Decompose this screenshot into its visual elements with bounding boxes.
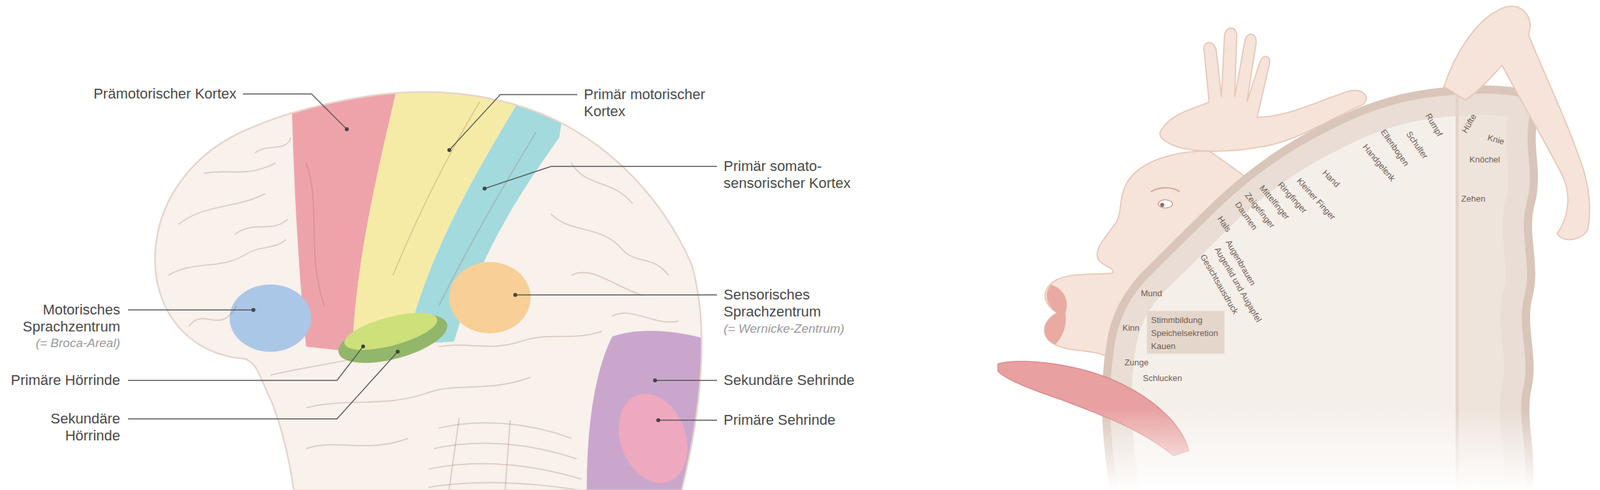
region-label: Primär somato- sensorischer Kortex bbox=[723, 158, 881, 192]
region-label: Sekundäre Hörrinde bbox=[22, 410, 121, 445]
body-part-label: Mund bbox=[1140, 288, 1163, 300]
wernicke-region bbox=[449, 262, 531, 334]
drawing bbox=[154, 5, 1600, 490]
region-label: Prämotorischer Kortex bbox=[93, 85, 237, 103]
gyrus-line bbox=[571, 163, 633, 205]
leaders bbox=[128, 94, 718, 421]
region-label: Sensorisches Sprachzentrum bbox=[723, 286, 835, 321]
lips bbox=[1044, 284, 1067, 345]
fade bbox=[979, 408, 1600, 490]
body-part-label: Knie bbox=[1486, 132, 1506, 147]
body-part-label: Kinn bbox=[1122, 323, 1140, 334]
body-part-label: Speichelsekretion bbox=[1151, 328, 1219, 339]
brain-regions bbox=[168, 61, 715, 490]
cerebellum-line bbox=[504, 420, 511, 490]
region-label: Motorisches Sprachzentrum bbox=[9, 301, 121, 336]
region-label: Primäre Hörrinde bbox=[11, 372, 121, 390]
hand bbox=[1159, 28, 1367, 152]
body-part-label: Zehen bbox=[1461, 193, 1486, 205]
region-note: (= Wernicke-Zentrum) bbox=[723, 321, 845, 337]
eye bbox=[1157, 199, 1173, 209]
leader-line bbox=[655, 380, 718, 381]
leader-line bbox=[128, 309, 254, 311]
leader-dot bbox=[251, 308, 256, 313]
gyrus-line bbox=[270, 359, 352, 376]
eyebrow bbox=[1151, 188, 1181, 192]
brain-outline bbox=[154, 92, 702, 490]
pupil bbox=[1160, 203, 1165, 208]
mouth-function-band bbox=[1146, 311, 1225, 355]
region-label: Primäre Sehrinde bbox=[723, 412, 836, 430]
gyrus-line bbox=[438, 331, 603, 347]
leader-dot bbox=[395, 350, 400, 354]
somatosensory-region bbox=[406, 61, 572, 345]
gyrus-line bbox=[306, 438, 409, 450]
leader-line bbox=[242, 94, 347, 130]
primary-auditory-region bbox=[340, 305, 441, 358]
leader-line bbox=[128, 346, 364, 381]
broca-region bbox=[229, 284, 312, 352]
body-part-label: Hand bbox=[1319, 167, 1342, 190]
gyri bbox=[168, 101, 679, 490]
leader-dot bbox=[513, 293, 518, 298]
body-part-label: Kauen bbox=[1151, 341, 1177, 352]
leader-dot bbox=[447, 148, 452, 153]
leader-dot bbox=[361, 344, 366, 349]
gyrus-line bbox=[204, 163, 276, 174]
gyrus-line bbox=[255, 137, 292, 153]
gyrus-line bbox=[168, 239, 287, 276]
body-part-label: Knöchel bbox=[1469, 154, 1501, 166]
region-label: Sekundäre Sehrinde bbox=[723, 372, 855, 390]
gyrus-line bbox=[234, 219, 288, 235]
body-part-label: Zunge bbox=[1124, 357, 1149, 369]
leader-line bbox=[449, 94, 578, 151]
gyrus-line bbox=[188, 306, 237, 327]
region-note: (= Broca-Areal) bbox=[35, 335, 121, 351]
body-part-label: Schulter bbox=[1404, 129, 1431, 162]
leader-line bbox=[128, 352, 398, 420]
body-part-label: Stimmbildung bbox=[1151, 315, 1203, 326]
leader-dot bbox=[653, 378, 657, 383]
leader-dot bbox=[656, 418, 661, 423]
gyrus-line bbox=[551, 214, 669, 276]
gyrus-line bbox=[306, 163, 325, 307]
leader-line bbox=[484, 166, 718, 189]
body-part-label: Schlucken bbox=[1142, 373, 1183, 384]
region-label: Primär motorischer Kortex bbox=[583, 86, 741, 121]
body-part-label: Rumpf bbox=[1423, 111, 1445, 139]
leg bbox=[1443, 5, 1590, 240]
body-part-label: Hals bbox=[1215, 214, 1234, 234]
gyrus-line bbox=[306, 377, 531, 409]
gyrus-line bbox=[178, 193, 266, 225]
gyrus-line bbox=[612, 313, 680, 323]
gyrus-line bbox=[393, 101, 480, 276]
leader-dot bbox=[482, 186, 487, 191]
gyrus-line bbox=[571, 272, 643, 297]
cerebellum-line bbox=[449, 418, 460, 490]
leader-line bbox=[515, 294, 718, 296]
leader-dots bbox=[251, 127, 661, 423]
body-part-label: Hüfte bbox=[1459, 112, 1479, 136]
gyrus-line bbox=[438, 132, 536, 307]
leader-line bbox=[658, 419, 718, 421]
leader-dot bbox=[344, 127, 349, 132]
